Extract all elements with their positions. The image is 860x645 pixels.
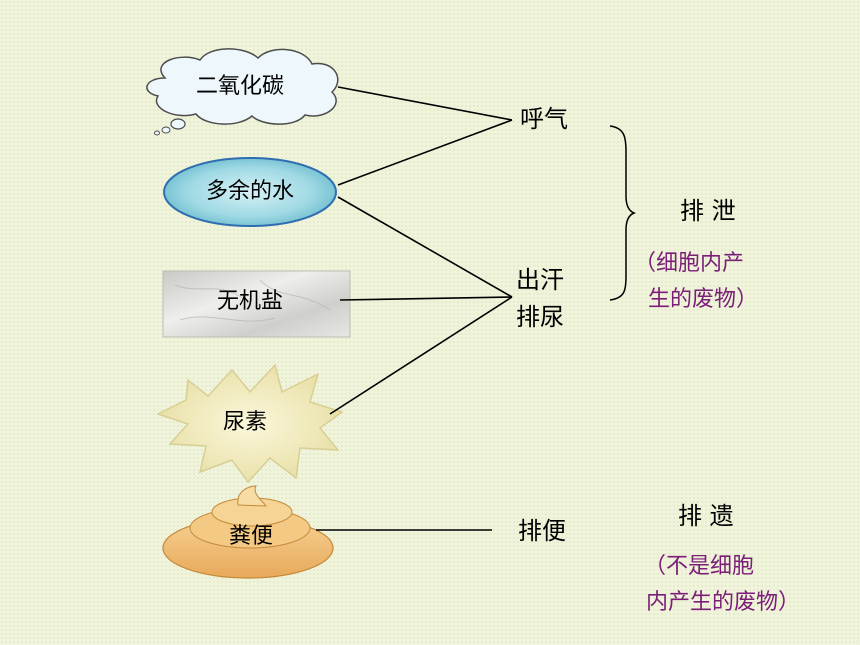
excretion-note-line1: （细胞内产 — [634, 251, 745, 276]
carbon-dioxide-cloud — [146, 48, 339, 136]
label-defecation: 排便 — [518, 517, 566, 545]
label-excretion: 排 泄 — [680, 197, 736, 225]
excess-water-ellipse — [163, 157, 337, 227]
line-water-to-breathing — [337, 119, 513, 186]
line-water-to-sweat-urine — [337, 196, 513, 298]
excretion-note-line2: 生的废物） — [648, 287, 759, 312]
urea-starburst — [156, 363, 344, 484]
line-salt-to-sweat-urine — [339, 296, 513, 301]
label-urine: 排尿 — [516, 303, 564, 331]
line-urea-to-sweat-urine — [329, 296, 513, 415]
excretion-brace — [609, 125, 637, 301]
label-egestion: 排 遗 — [678, 502, 734, 530]
line-co2-to-breathing — [337, 86, 513, 121]
label-excess-water: 多余的水 — [205, 179, 294, 204]
label-breathing: 呼气 — [520, 105, 568, 133]
label-inorganic-salt: 无机盐 — [216, 289, 283, 314]
label-carbon-dioxide: 二氧化碳 — [195, 74, 284, 99]
egestion-note-line1: （不是细胞 — [644, 554, 755, 579]
feces-pile — [162, 485, 334, 579]
label-feces: 粪便 — [228, 524, 273, 549]
label-sweat: 出汗 — [516, 266, 564, 294]
egestion-note-line2: 内产生的废物） — [646, 590, 801, 615]
label-urea: 尿素 — [222, 410, 267, 435]
